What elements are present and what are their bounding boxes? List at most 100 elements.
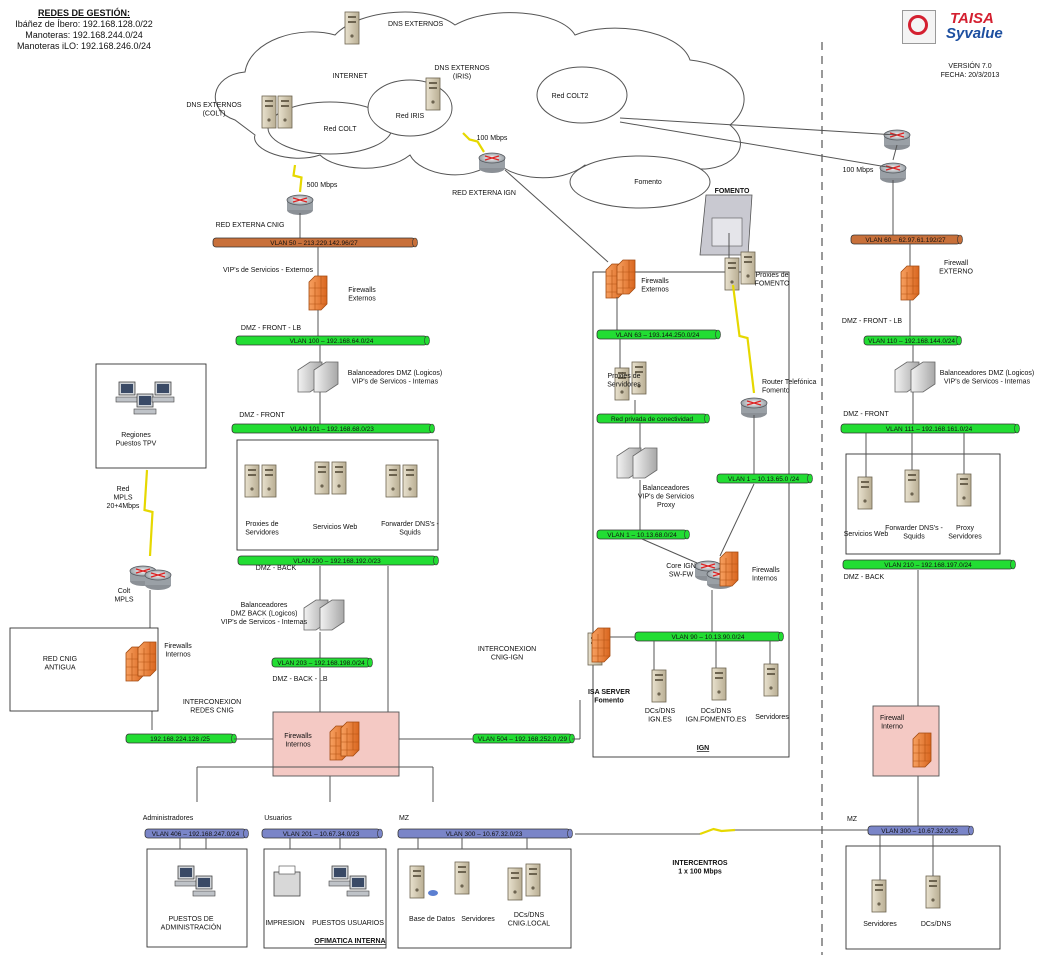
vlan-300-label: VLAN 300 – 10.67.32.0/23: [446, 831, 523, 838]
vlan-50-label: VLAN 50 – 213.229.142.96/27: [270, 240, 358, 247]
core-label-line: Core IGN: [666, 563, 696, 570]
dcs-ign-label-line: IGN.ES: [648, 717, 672, 724]
printer-paper-icon: [278, 865, 296, 875]
bal-dmz-label: Balanceadores DMZ (Logicos)VIP's de Serv…: [348, 370, 443, 386]
dns-iris-label-line: DNS EXTERNOS: [434, 65, 490, 72]
ofimatica-label-line: OFIMATICA INTERNA: [314, 938, 385, 945]
proxy-r-icon: [956, 473, 972, 507]
proxies-label-line: Proxies de: [245, 521, 278, 528]
forwarder-label-line: Forwarder DNS's -: [381, 521, 439, 528]
printer-icon: [273, 871, 301, 897]
router-tel-label-line: Fomento: [762, 388, 790, 395]
red-cnig-label-line: RED CNIG: [43, 656, 77, 663]
dmz-front-lb-label-line: DMZ - FRONT - LB: [241, 325, 301, 332]
fw-cnig-label-line: Firewalls: [164, 643, 192, 650]
vlan-111-label: VLAN 111 – 192.168.161.0/24: [886, 426, 973, 433]
red-colt-label: Red COLT: [324, 126, 358, 133]
forwarder-r-label-line: Forwarder DNS's -: [885, 525, 943, 532]
ign-label-line: IGN: [697, 745, 709, 752]
fwd-server-icon-2: [402, 464, 418, 498]
bal-r-label-line: VIP's de Servicos - Internas: [944, 379, 1031, 386]
database-icon: [428, 890, 438, 896]
link-iris-ign: [462, 132, 485, 153]
mz-r-box: [845, 845, 1001, 950]
link-r1-r2: [892, 144, 898, 161]
dc-cnig-icon-2: [525, 863, 541, 897]
dns-colt-icon-2: [277, 95, 293, 129]
fw-externo-r-icon: [900, 265, 920, 301]
bal-ign-icon: [616, 447, 658, 479]
vlan-cnig-int-label: 192.168.224.128 /25: [150, 736, 210, 743]
web-r-icon: [857, 476, 873, 510]
proxy-fomento-icon-2: [740, 251, 756, 285]
admin-pc-icon-2: [192, 875, 216, 897]
fw-ext-ign-label-line: Externos: [641, 287, 669, 294]
regiones-label-line: Puestos TPV: [116, 441, 157, 448]
central-fw-label-line: Firewalls: [284, 733, 312, 740]
regiones-box: [95, 363, 207, 469]
fw-cnig-label-line: Internos: [165, 652, 191, 659]
bal-ign-label-line: VIP's de Servicios: [638, 494, 695, 501]
administradores-label-line: Administradores: [143, 815, 194, 822]
fwd-server-icon-1: [385, 464, 401, 498]
forwarder-r-label: Forwarder DNS's -Squids: [885, 525, 943, 541]
usuarios-box: [263, 848, 387, 949]
vlan-60-label: VLAN 60 – 62.97.61.192/27: [865, 237, 946, 244]
inter-cnig-label-line: REDES CNIG: [190, 708, 234, 715]
dmz-back-r-label-line: DMZ - BACK: [844, 574, 885, 581]
dns-colt-label-line: DNS EXTERNOS: [186, 102, 242, 109]
bal-ign-label-line: Balanceadores: [643, 485, 690, 492]
link-ign-fw-ext: [504, 169, 609, 263]
vlan-203-cap: [367, 657, 373, 668]
dmz-front-r-label: DMZ - FRONT: [843, 411, 889, 418]
dc-cnig-icon-1: [507, 867, 523, 901]
vlan-406-label: VLAN 406 – 192.168.247.0/24: [152, 831, 240, 838]
vlan-50-label-line: VLAN 50 – 213.229.142.96/27: [270, 240, 358, 247]
version-block: VERSIÓN 7.0 FECHA: 20/3/2013: [920, 62, 1020, 80]
fwd-r-icon: [904, 469, 920, 503]
link-proxy-router-tel: [731, 284, 756, 394]
vlan-1b-label: VLAN 1 – 10.13.65.0 /24: [728, 476, 800, 483]
version-date: FECHA: 20/3/2013: [940, 72, 1000, 79]
vips-ext-label: VIP's de Servicios - Externos: [223, 267, 314, 274]
bal-r-icon: [894, 361, 936, 393]
vlan-63-label-line: VLAN 63 – 193.144.250.0/24: [616, 332, 700, 339]
vlan-60-cap: [957, 234, 963, 245]
vlan-504-label: VLAN 504 – 192.168.252.0 /29: [478, 736, 568, 743]
link-100-label: 100 Mbps: [477, 135, 508, 142]
router-ign-icon: [478, 152, 506, 174]
proxies-ign-label-line: Servidores: [607, 382, 641, 389]
bal-r-label: Balanceadores DMZ (Logicos)VIP's de Serv…: [940, 370, 1035, 386]
bal-back-label-line: Balanceadores: [241, 602, 288, 609]
fw-int-ign-label-line: Firewalls: [752, 567, 780, 574]
vlan-63-cap: [715, 329, 721, 340]
admin-box: [146, 848, 248, 948]
puestos-usuarios-label: PUESTOS USUARIOS: [312, 920, 384, 927]
tpv-pc-icon-1: [115, 381, 139, 403]
dns-externos-label-line: DNS EXTERNOS: [388, 21, 444, 28]
dmz-front-r-label-line: DMZ - FRONT: [843, 411, 889, 418]
vlan-504-label-line: VLAN 504 – 192.168.252.0 /29: [478, 736, 568, 743]
vlan-1b-label-line: VLAN 1 – 10.13.65.0 /24: [728, 476, 800, 483]
mz-servidores-label-line: Servidores: [461, 916, 495, 923]
vlan-cnig-int-label-line: 192.168.224.128 /25: [150, 736, 210, 743]
user-pc-icon-1: [328, 865, 352, 887]
vlan-200-label-line: VLAN 200 – 192.168.192.0/23: [293, 558, 381, 565]
red-colt2-label-line: Red COLT2: [552, 93, 589, 100]
link-v1a-core: [641, 538, 705, 567]
vlan-210-label-line: VLAN 210 – 192.168.197.0/24: [884, 562, 972, 569]
bal-ign-label-line: Proxy: [657, 502, 675, 509]
inter-cnig-ign-label-line: INTERCONEXION: [478, 646, 536, 653]
ofimatica-label: OFIMATICA INTERNA: [314, 938, 385, 945]
bal-dmz-label-line: Balanceadores DMZ (Logicos): [348, 370, 443, 377]
link-intercentros-zig: [699, 827, 736, 836]
